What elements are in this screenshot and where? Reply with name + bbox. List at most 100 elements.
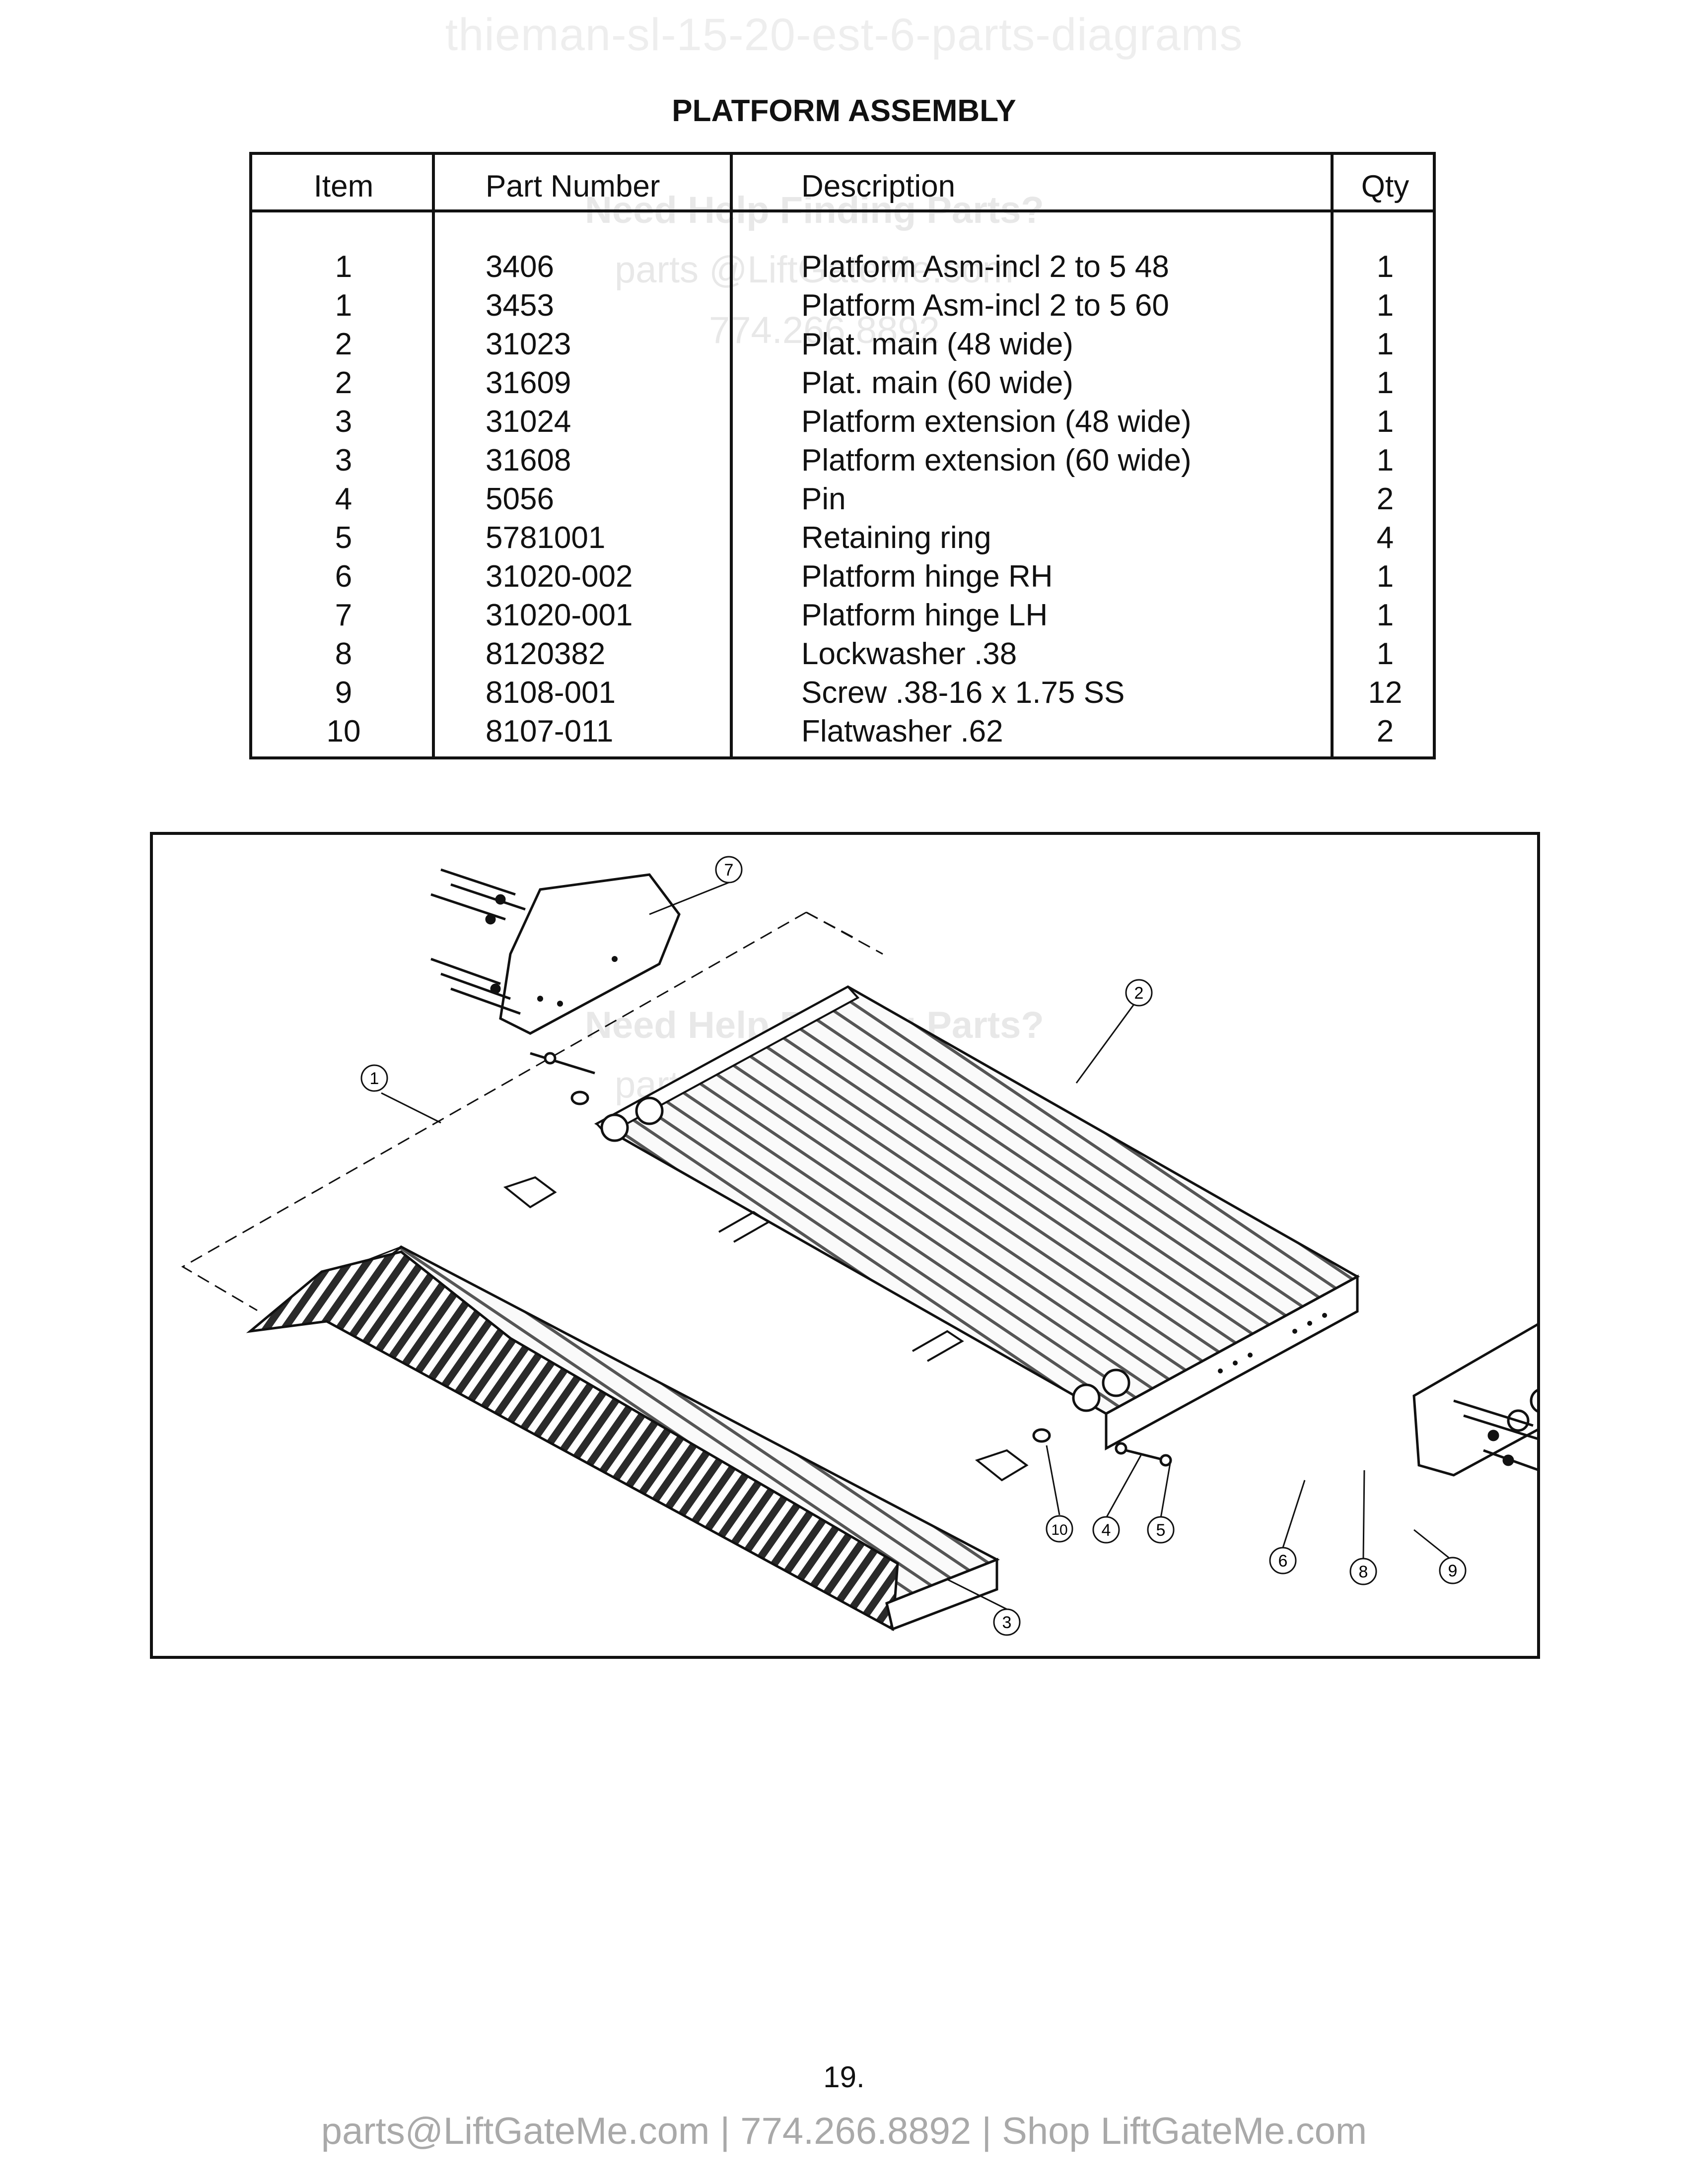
- cell-qty: 1: [1376, 559, 1394, 594]
- assembly-outline: [181, 911, 883, 1311]
- cell-item: 3: [335, 405, 352, 439]
- cell-qty: 1: [1376, 637, 1394, 671]
- callout-2: 2: [1125, 979, 1153, 1007]
- cell-description: Screw .38-16 x 1.75 SS: [801, 676, 1125, 710]
- table-row: 10 8107-011 Flatwasher .62 2: [252, 714, 1433, 752]
- column-divider: [730, 155, 733, 756]
- cell-description: Plat. main (48 wide): [801, 327, 1073, 361]
- cell-item: 1: [335, 250, 352, 284]
- cell-part-number: 31020-001: [486, 598, 633, 632]
- cell-description: Platform hinge RH: [801, 559, 1053, 594]
- cell-part-number: 31609: [486, 366, 571, 400]
- watermark-email: parts @LiftGateMe.com: [615, 249, 1014, 291]
- main-platform: [594, 985, 1360, 1451]
- callout-label: 7: [724, 861, 734, 880]
- cell-item: 4: [335, 482, 352, 516]
- cell-part-number: 31024: [486, 405, 571, 439]
- callout-label: 6: [1278, 1552, 1288, 1570]
- page-title: PLATFORM ASSEMBLY: [672, 94, 1016, 128]
- callout-1: 1: [360, 1064, 388, 1092]
- header-qty: Qty: [1361, 169, 1409, 204]
- callout-label: 9: [1448, 1562, 1458, 1580]
- column-divider: [432, 155, 435, 756]
- table-row: 9 8108-001 Screw .38-16 x 1.75 SS 12: [252, 675, 1433, 714]
- callout-8: 8: [1349, 1558, 1377, 1585]
- cell-description: Platform extension (48 wide): [801, 405, 1192, 439]
- cell-part-number: 5781001: [486, 521, 606, 555]
- cell-qty: 2: [1376, 714, 1394, 749]
- header-divider: [252, 209, 1433, 212]
- table-row: 3 31024 Platform extension (48 wide) 1: [252, 404, 1433, 443]
- cell-qty: 1: [1376, 598, 1394, 632]
- cell-item: 10: [326, 714, 361, 749]
- cell-qty: 1: [1376, 366, 1394, 400]
- cell-description: Platform Asm-incl 2 to 5 60: [801, 288, 1169, 323]
- cell-description: Pin: [801, 482, 846, 516]
- callout-label: 4: [1102, 1521, 1111, 1540]
- cell-description: Platform hinge LH: [801, 598, 1048, 632]
- callout-9: 9: [1439, 1557, 1467, 1584]
- callout-6: 6: [1269, 1547, 1297, 1574]
- cell-part-number: 8107-011: [486, 714, 614, 749]
- cell-description: Lockwasher .38: [801, 637, 1017, 671]
- cell-qty: 1: [1376, 443, 1394, 478]
- cell-qty: 1: [1376, 405, 1394, 439]
- cell-part-number: 8120382: [486, 637, 606, 671]
- footer-contact: parts@LiftGateMe.com | 774.266.8892 | Sh…: [321, 2110, 1367, 2152]
- cell-description: Retaining ring: [801, 521, 991, 555]
- cell-part-number: 5056: [486, 482, 554, 516]
- cell-part-number: 8108-001: [486, 676, 616, 710]
- table-row: 1 3406 Platform Asm-incl 2 to 5 48 1: [252, 249, 1433, 288]
- callout-4: 4: [1092, 1516, 1120, 1544]
- cell-item: 1: [335, 288, 352, 323]
- callout-10: 10: [1046, 1515, 1073, 1543]
- header-part-number: Part Number: [486, 169, 660, 204]
- exploded-diagram: Need Help Finding Parts? parts @LiftGate…: [150, 832, 1540, 1659]
- callout-label: 2: [1134, 984, 1144, 1003]
- callout-label: 8: [1359, 1563, 1368, 1581]
- cell-qty: 4: [1376, 521, 1394, 555]
- page-number: 19.: [823, 2060, 865, 2094]
- screw-set-lh: [430, 868, 526, 1015]
- table-row: 7 31020-001 Platform hinge LH 1: [252, 598, 1433, 636]
- cell-qty: 1: [1376, 250, 1394, 284]
- callout-3: 3: [993, 1608, 1021, 1636]
- cell-item: 6: [335, 559, 352, 594]
- cell-item: 2: [335, 366, 352, 400]
- callout-label: 3: [1002, 1613, 1012, 1632]
- cell-item: 3: [335, 443, 352, 478]
- pin-and-rings: [530, 1052, 1172, 1467]
- cell-description: Platform Asm-incl 2 to 5 48: [801, 250, 1169, 284]
- cell-qty: 1: [1376, 288, 1394, 323]
- cell-part-number: 3453: [486, 288, 554, 323]
- cell-part-number: 3406: [486, 250, 554, 284]
- column-divider: [1331, 155, 1334, 756]
- callout-leaders: [381, 882, 1449, 1610]
- table-row: 6 31020-002 Platform hinge RH 1: [252, 559, 1433, 598]
- parts-table: Need Help Finding Parts? parts @LiftGate…: [249, 152, 1436, 759]
- callout-label: 10: [1051, 1522, 1067, 1538]
- platform-hinge-rh: [1412, 1323, 1537, 1477]
- cell-item: 2: [335, 327, 352, 361]
- watermark-phone: 774.266.8892: [709, 309, 940, 351]
- cell-part-number: 31020-002: [486, 559, 633, 594]
- callout-7: 7: [715, 856, 743, 884]
- watermark-filename: thieman-sl-15-20-est-6-parts-diagrams: [445, 9, 1243, 60]
- callout-5: 5: [1147, 1516, 1175, 1544]
- cell-item: 7: [335, 598, 352, 632]
- screw-set-rh: [1453, 1399, 1537, 1471]
- cell-description: Flatwasher .62: [801, 714, 1003, 749]
- callout-label: 5: [1156, 1521, 1166, 1540]
- cell-description: Platform extension (60 wide): [801, 443, 1192, 478]
- cell-description: Plat. main (60 wide): [801, 366, 1073, 400]
- table-row: 2 31023 Plat. main (48 wide) 1: [252, 327, 1433, 365]
- platform-hinge-lh: [499, 873, 681, 1035]
- cell-qty: 12: [1368, 676, 1403, 710]
- cell-part-number: 31023: [486, 327, 571, 361]
- cell-qty: 1: [1376, 327, 1394, 361]
- header-item: Item: [313, 169, 374, 204]
- table-row: 2 31609 Plat. main (60 wide) 1: [252, 365, 1433, 404]
- cell-item: 9: [335, 676, 352, 710]
